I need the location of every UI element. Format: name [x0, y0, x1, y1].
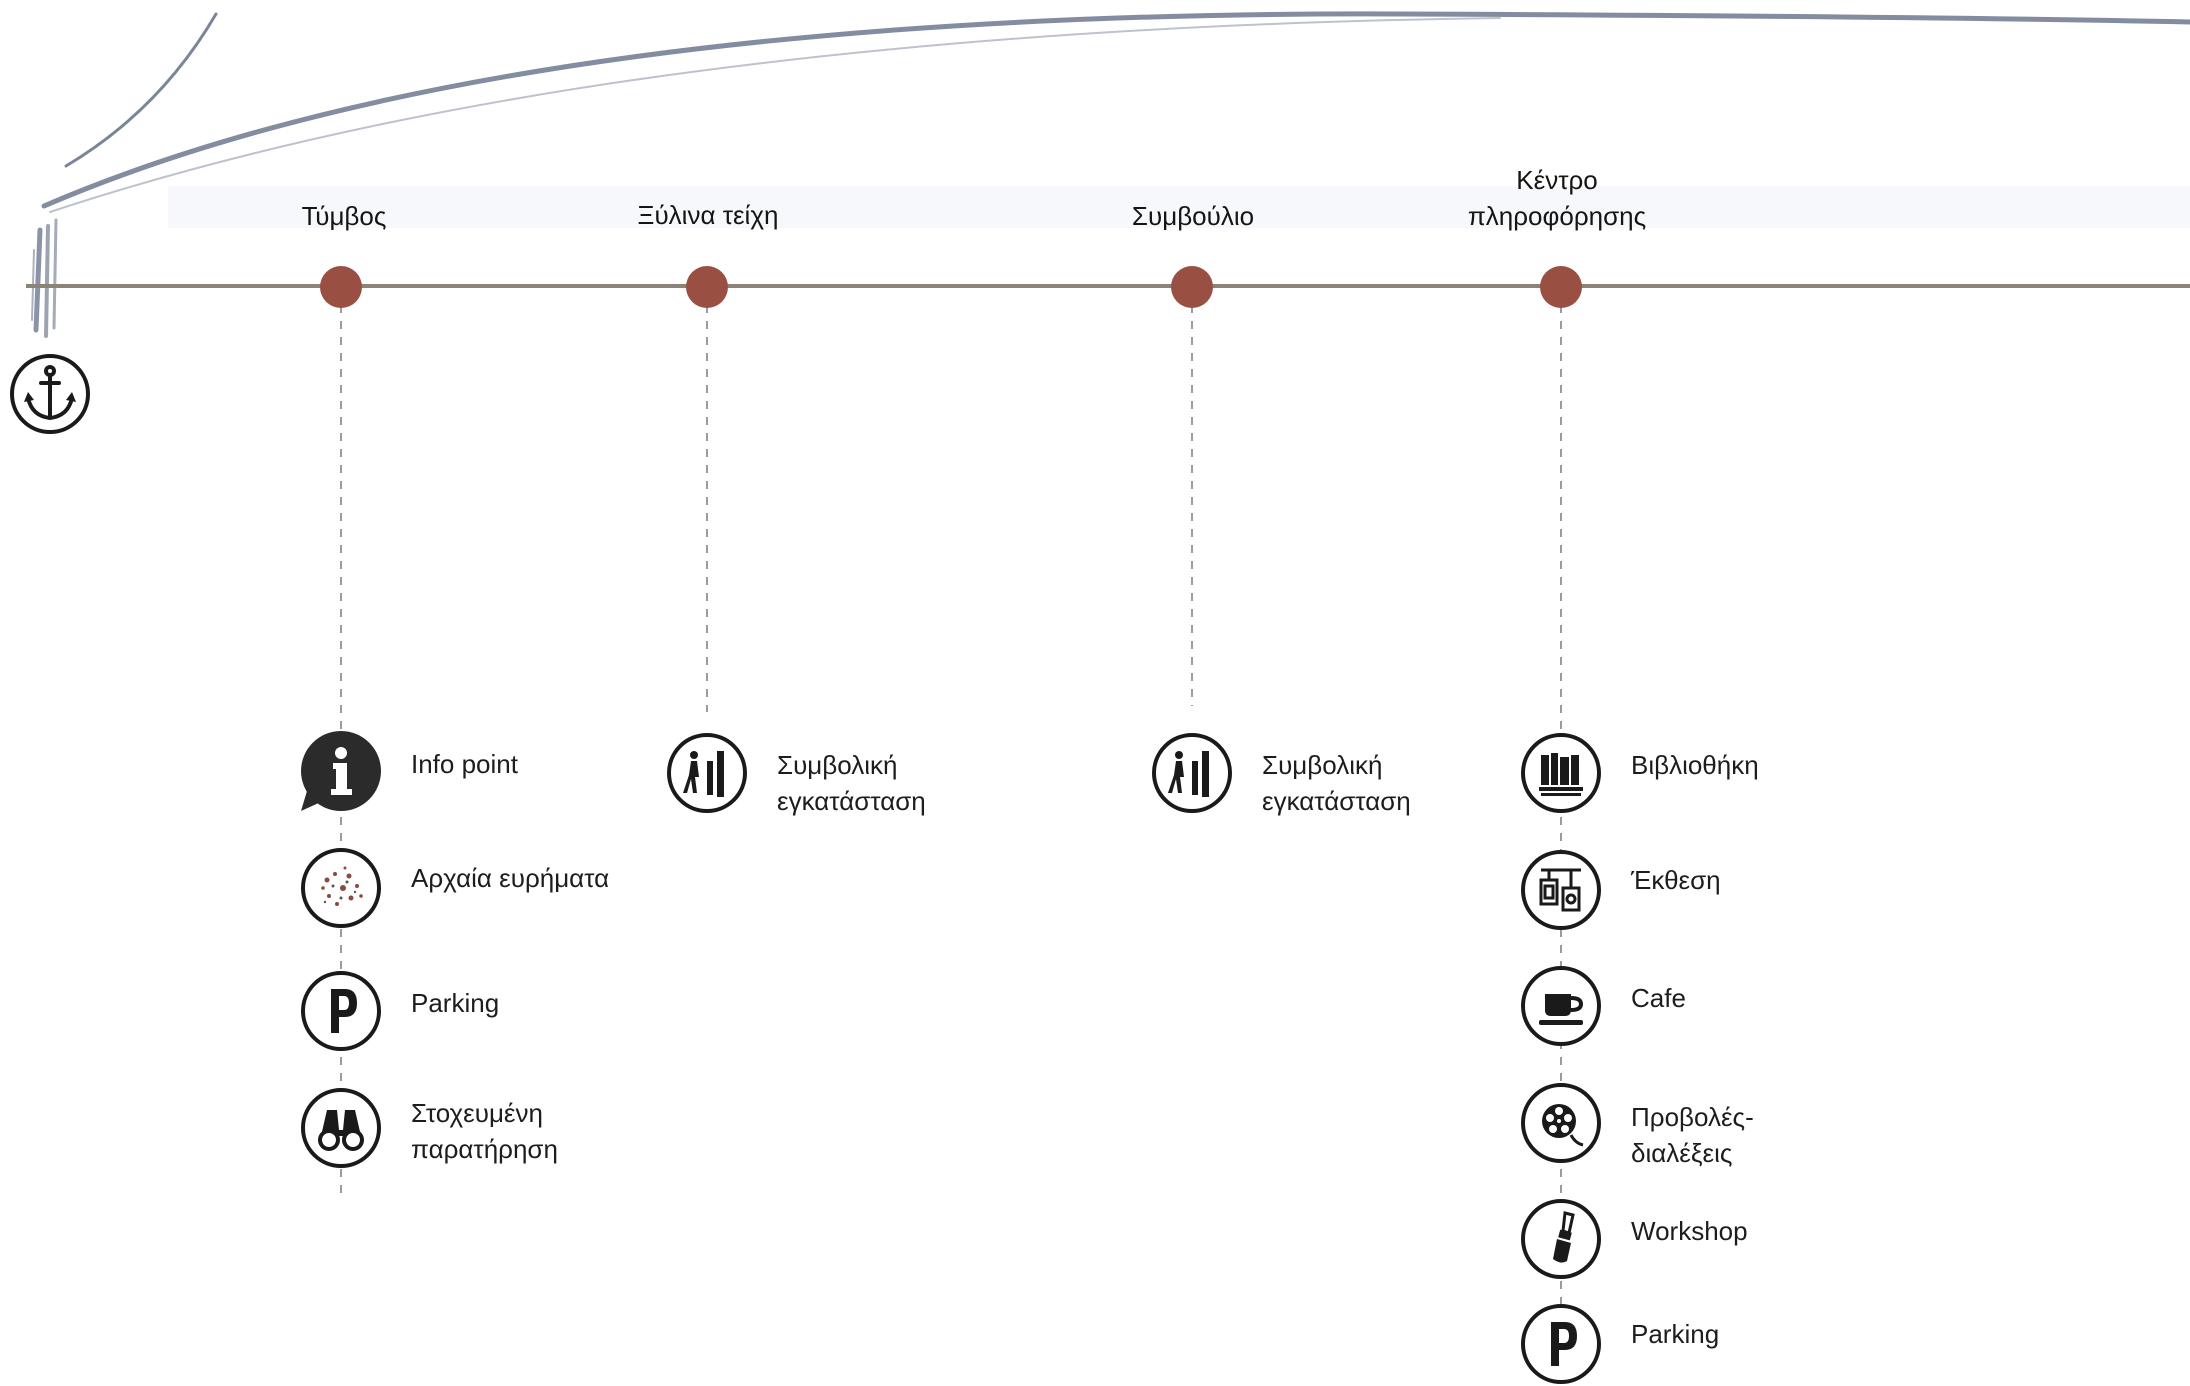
- poi-label: Προβολές- διαλέξεις: [1631, 1102, 1754, 1168]
- info-bubble-icon: [299, 731, 383, 815]
- coffee-cup-icon: [1519, 964, 1603, 1048]
- stop-name-symvoulio: Συμβούλιο: [1131, 201, 1255, 231]
- stop-dot-kentro[interactable]: [1540, 266, 1582, 308]
- anchor-icon: [8, 352, 92, 436]
- poi-label: Info point: [411, 749, 518, 779]
- installation-icon: [1150, 731, 1234, 815]
- poi-label: Στοχευμένη παρατήρηση: [411, 1098, 558, 1164]
- stop-name-tymbos: Τύμβος: [301, 201, 387, 231]
- stop-dot-xylina[interactable]: [686, 266, 728, 308]
- poi-workshop[interactable]: Workshop: [1519, 1197, 1748, 1281]
- stop-label-band: [168, 186, 2190, 228]
- poi-screenings[interactable]: Προβολές- διαλέξεις: [1519, 1081, 1754, 1171]
- poi-info-point[interactable]: Info point: [299, 731, 518, 815]
- poi-label: Συμβολική εγκατάσταση: [1262, 750, 1411, 816]
- stop-name-xylina: Ξύλινα τείχη: [637, 200, 779, 230]
- poi-exhibition[interactable]: Έκθεση: [1519, 848, 1721, 932]
- poi-label: Βιβλιοθήκη: [1631, 750, 1759, 780]
- brush-strokes: [31, 11, 2190, 338]
- binoculars-icon: [299, 1086, 383, 1170]
- film-reel-icon: [1519, 1081, 1603, 1165]
- poi-installation-xylina[interactable]: Συμβολική εγκατάσταση: [665, 731, 926, 819]
- poi-label: Parking: [1631, 1319, 1720, 1349]
- poi-label: Parking: [411, 988, 500, 1018]
- poi-artifacts[interactable]: Αρχαία ευρήματα: [299, 846, 609, 930]
- stop-dot-symvoulio[interactable]: [1171, 266, 1213, 308]
- stop-name-kentro: Κέντρο πληροφόρησης: [1467, 165, 1647, 231]
- poi-observation[interactable]: Στοχευμένη παρατήρηση: [299, 1086, 558, 1170]
- poi-parking-kentro[interactable]: Parking: [1519, 1302, 1719, 1386]
- poi-cafe[interactable]: Cafe: [1519, 964, 1686, 1048]
- poi-parking-tymbos[interactable]: Parking: [299, 969, 499, 1053]
- poi-label: Συμβολική εγκατάσταση: [777, 750, 926, 816]
- poi-installation-symvoulio[interactable]: Συμβολική εγκατάσταση: [1150, 731, 1411, 819]
- parking-icon: [1519, 1302, 1603, 1386]
- library-icon: [1519, 731, 1603, 815]
- stop-dot-tymbos[interactable]: [320, 266, 362, 308]
- poi-label: Έκθεση: [1631, 865, 1721, 895]
- dashed-connectors: [340, 305, 1562, 1340]
- exhibition-icon: [1519, 848, 1603, 932]
- poi-library[interactable]: Βιβλιοθήκη: [1519, 731, 1759, 815]
- artifacts-icon: [299, 846, 383, 930]
- poi-label: Workshop: [1631, 1216, 1748, 1246]
- parking-icon: [299, 969, 383, 1053]
- poi-label: Cafe: [1631, 983, 1686, 1013]
- installation-icon: [665, 731, 749, 815]
- paintbrush-icon: [1519, 1197, 1603, 1281]
- poi-label: Αρχαία ευρήματα: [411, 863, 610, 893]
